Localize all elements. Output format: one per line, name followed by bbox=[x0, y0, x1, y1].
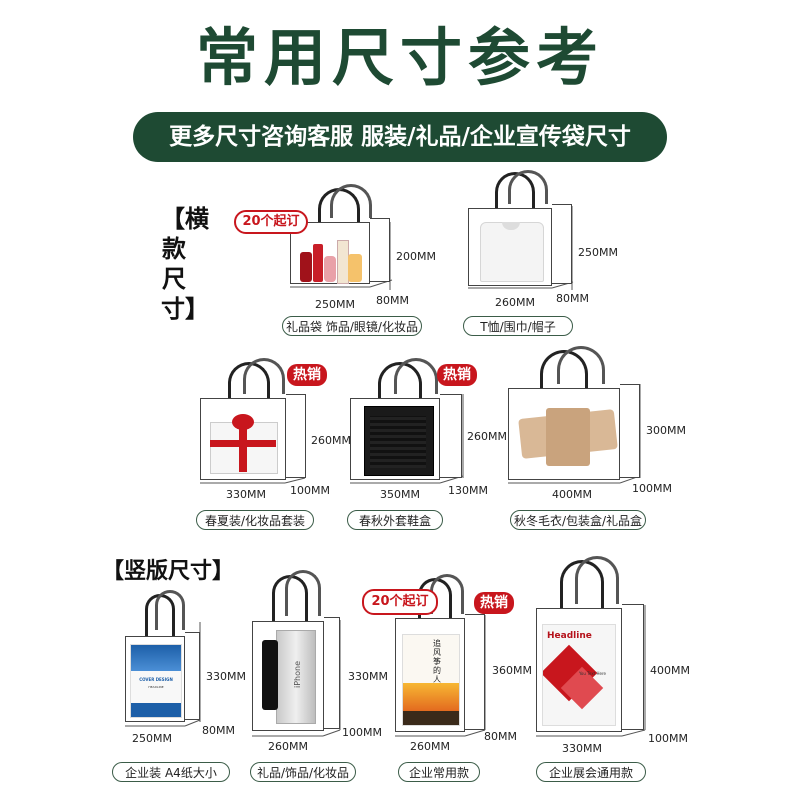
page-title: 常用尺寸参考 bbox=[195, 21, 604, 94]
gift-bag-width: 250MM bbox=[315, 298, 355, 311]
tshirt-bag-depth: 80MM bbox=[556, 292, 589, 305]
phone-bag-handle-back bbox=[285, 570, 321, 616]
expo-poster-title: Headline bbox=[547, 631, 592, 641]
vertical-section-label: 【竖版尺寸】 bbox=[102, 559, 235, 584]
cosmetics-image bbox=[300, 238, 364, 284]
autumn-bag-handle-back bbox=[394, 358, 438, 394]
gift-bag-side bbox=[370, 218, 390, 282]
winter-bag-height: 300MM bbox=[646, 424, 686, 437]
spring-bag-hot-badge: 热销 bbox=[287, 364, 327, 386]
winter-bag-width: 400MM bbox=[552, 488, 592, 501]
a4-bag-height: 330MM bbox=[206, 670, 246, 683]
shoe-box-image bbox=[364, 406, 434, 476]
common-bag-depth: 80MM bbox=[484, 730, 517, 743]
tshirt-bag-side bbox=[552, 204, 572, 284]
tshirt-bag-caption: T恤/围巾/帽子 bbox=[463, 316, 573, 336]
expo-bag-caption: 企业展会通用款 bbox=[536, 762, 646, 782]
common-bag-width: 260MM bbox=[410, 740, 450, 753]
phone-box-text: iPhone bbox=[293, 660, 303, 689]
tshirt-bag-width: 260MM bbox=[495, 296, 535, 309]
book-image: 追风筝的人 bbox=[402, 634, 460, 726]
coat-image bbox=[516, 404, 622, 470]
common-bag-caption: 企业常用款 bbox=[398, 762, 480, 782]
a4-bag-handle-back bbox=[155, 590, 185, 630]
winter-bag-side bbox=[620, 384, 640, 478]
a4-bag-width: 250MM bbox=[132, 732, 172, 745]
expo-bag-handle-back bbox=[575, 556, 619, 604]
subtitle-banner: 更多尺寸咨询客服 服装/礼品/企业宣传袋尺寸 bbox=[133, 112, 667, 162]
gift-bag-moq-badge: 20个起订 bbox=[234, 210, 308, 234]
a4-bag-caption: 企业装 A4纸大小 bbox=[112, 762, 230, 782]
spring-bag-caption: 春夏装/化妆品套装 bbox=[196, 510, 314, 530]
expo-bag-side bbox=[622, 604, 644, 730]
winter-bag-handle-back bbox=[557, 346, 605, 384]
phone-bag-side bbox=[324, 617, 340, 729]
autumn-bag-width: 350MM bbox=[380, 488, 420, 501]
winter-bag-caption: 秋冬毛衣/包装盒/礼品盒 bbox=[510, 510, 646, 530]
horizontal-section-label: 【横款尺寸】 bbox=[158, 204, 209, 324]
gift-box-image bbox=[210, 414, 278, 474]
tshirt-image bbox=[480, 222, 544, 282]
tshirt-bag-handle-back bbox=[508, 170, 548, 204]
autumn-bag-hot-badge: 热销 bbox=[437, 364, 477, 386]
expo-poster-subtitle: You Text Here bbox=[579, 671, 607, 676]
autumn-bag-height: 260MM bbox=[467, 430, 507, 443]
common-bag-side bbox=[465, 614, 485, 730]
common-bag-hot-badge: 热销 bbox=[474, 592, 514, 614]
a4-poster-title: COVER DESIGN bbox=[139, 677, 173, 682]
phone-bag-height: 330MM bbox=[348, 670, 388, 683]
common-bag-moq-badge: 20个起订 bbox=[362, 589, 438, 615]
gift-bag-caption: 礼品袋 饰品/眼镜/化妆品 bbox=[282, 316, 422, 336]
a4-bag-depth: 80MM bbox=[202, 724, 235, 737]
horizontal-section-label-text: 【横款尺寸】 bbox=[161, 205, 209, 323]
gift-bag-handle-back bbox=[330, 184, 372, 218]
spring-bag-side bbox=[286, 394, 306, 478]
phone-bag-caption: 礼品/饰品/化妆品 bbox=[250, 762, 356, 782]
phone-bag-depth: 100MM bbox=[342, 726, 382, 739]
a4-poster-image: COVER DESIGN HEADLINE bbox=[130, 644, 182, 718]
autumn-bag-depth: 130MM bbox=[448, 484, 488, 497]
a4-bag-side bbox=[185, 632, 200, 720]
expo-bag-width: 330MM bbox=[562, 742, 602, 755]
spring-bag-height: 260MM bbox=[311, 434, 351, 447]
book-title-text: 追风筝的人 bbox=[433, 639, 441, 684]
tshirt-bag-height: 250MM bbox=[578, 246, 618, 259]
winter-bag-depth: 100MM bbox=[632, 482, 672, 495]
phone-bag-width: 260MM bbox=[268, 740, 308, 753]
common-bag-height: 360MM bbox=[492, 664, 532, 677]
expo-bag-depth: 100MM bbox=[648, 732, 688, 745]
spring-bag-width: 330MM bbox=[226, 488, 266, 501]
gift-bag-height: 200MM bbox=[396, 250, 436, 263]
expo-bag-height: 400MM bbox=[650, 664, 690, 677]
spring-bag-handle-back bbox=[243, 358, 285, 394]
expo-poster-image: Headline You Text Here bbox=[542, 624, 616, 726]
a4-poster-subtitle: HEADLINE bbox=[148, 685, 164, 689]
spring-bag-depth: 100MM bbox=[290, 484, 330, 497]
autumn-bag-caption: 春秋外套鞋盒 bbox=[347, 510, 443, 530]
gift-bag-depth: 80MM bbox=[376, 294, 409, 307]
autumn-bag-side bbox=[440, 394, 462, 478]
phone-box-image: iPhone bbox=[262, 630, 316, 724]
